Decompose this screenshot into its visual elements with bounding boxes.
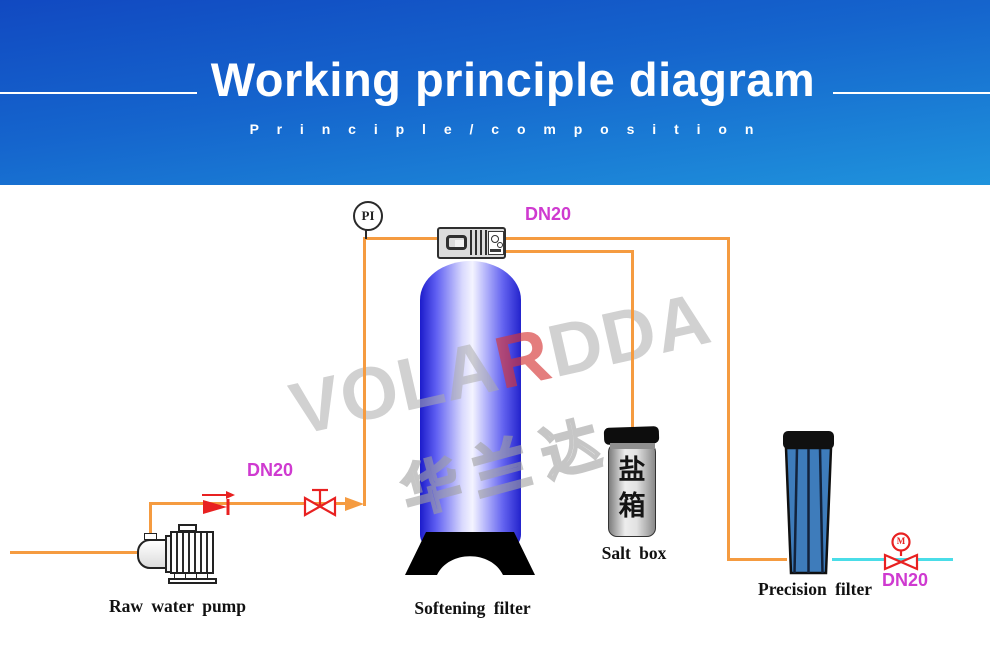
gate-valve-icon [303, 488, 337, 517]
pipe-saltbox-downcomer [631, 250, 634, 428]
dn20-label-right: DN20 [882, 570, 929, 590]
pump-terminal-box [178, 524, 197, 532]
pipe-filter-downcomer [727, 237, 730, 561]
motor-valve-icon [883, 532, 919, 571]
label-salt-box: Salt box [601, 543, 667, 563]
control-valve-display [446, 235, 467, 250]
check-valve-icon [202, 491, 235, 515]
header-banner: Working principle diagram P r i n c i p … [0, 0, 990, 185]
salt-box-chinese-label: 盐 箱 [608, 452, 656, 524]
salt-box-neck [610, 443, 655, 449]
label-softening-filter: Softening filter [414, 598, 531, 618]
pipe-filter-inlet [727, 558, 787, 561]
control-valve-knob-large [491, 235, 499, 243]
pressure-gauge: PI [353, 201, 383, 231]
control-valve-panel-bar [490, 249, 501, 252]
control-valve-fins [470, 230, 487, 255]
pump-bell-housing [137, 539, 168, 569]
salt-char-2: 箱 [618, 491, 646, 521]
pipe-inlet-horizontal [10, 551, 138, 554]
pump-base-plate [168, 578, 217, 584]
salt-char-1: 盐 [618, 455, 646, 485]
gauge-stem [365, 227, 367, 239]
watermark-part2: DDA [540, 276, 719, 393]
page-subtitle: P r i n c i p l e / c o m p o s i t i o … [249, 121, 761, 137]
label-raw-water-pump: Raw water pump [109, 596, 246, 616]
dn20-label-left: DN20 [247, 460, 294, 480]
pump-motor-fins [170, 531, 214, 574]
motor-valve-letter: M [896, 536, 906, 546]
tank-base [405, 532, 535, 575]
pressure-gauge-label: PI [361, 208, 375, 223]
control-valve-panel [488, 231, 504, 255]
pipe-flow-arrow [345, 497, 364, 511]
page-title: Working principle diagram [210, 53, 816, 106]
pipe-valve-to-saltbox [506, 250, 634, 253]
softening-filter-tank [420, 261, 521, 556]
pipe-pump-to-tank [149, 502, 347, 505]
precision-filter-cartridge [783, 431, 834, 575]
salt-box-body [608, 443, 656, 537]
pipe-main-vertical [363, 240, 366, 506]
control-valve-display-notch [455, 240, 464, 247]
pipe-gauge-to-valve [363, 237, 437, 240]
title-rule-right [833, 92, 990, 94]
pipe-valve-to-filter [506, 237, 730, 240]
control-valve-knob-small [497, 242, 503, 248]
label-precision-filter: Precision filter [758, 579, 872, 599]
dn20-label-top: DN20 [525, 204, 572, 224]
control-valve-head [437, 227, 506, 259]
title-rule-left [0, 92, 197, 94]
raw-water-pump [130, 520, 230, 590]
pipe-pump-riser [149, 505, 152, 537]
